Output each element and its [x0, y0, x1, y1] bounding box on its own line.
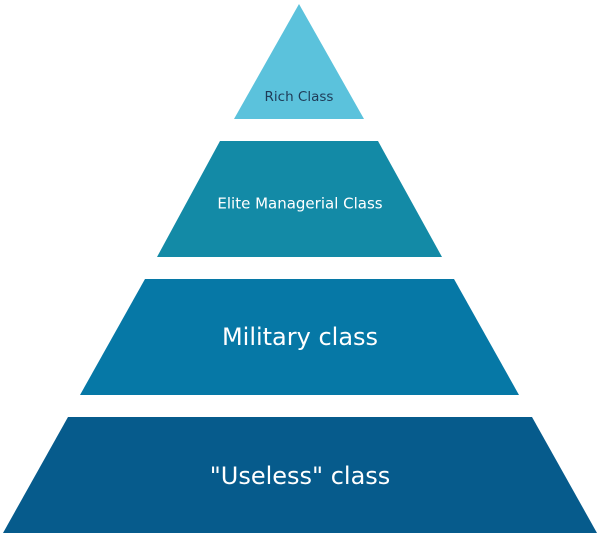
- tier-rich-class: Rich Class: [234, 4, 364, 119]
- tier-elite-managerial-class-shape: [157, 141, 442, 257]
- tier-useless-class-shape: [3, 417, 597, 533]
- tier-useless-class-label: "Useless" class: [210, 462, 391, 490]
- tier-military-class-label: Military class: [222, 323, 378, 351]
- tier-military-class: Military class: [80, 279, 519, 395]
- tier-rich-class-shape: [234, 4, 364, 119]
- tier-useless-class: "Useless" class: [3, 417, 597, 533]
- tier-rich-class-label: Rich Class: [265, 89, 334, 105]
- tier-military-class-shape: [80, 279, 519, 395]
- tier-elite-managerial-class: Elite Managerial Class: [157, 141, 442, 257]
- tier-elite-managerial-class-label: Elite Managerial Class: [217, 195, 382, 213]
